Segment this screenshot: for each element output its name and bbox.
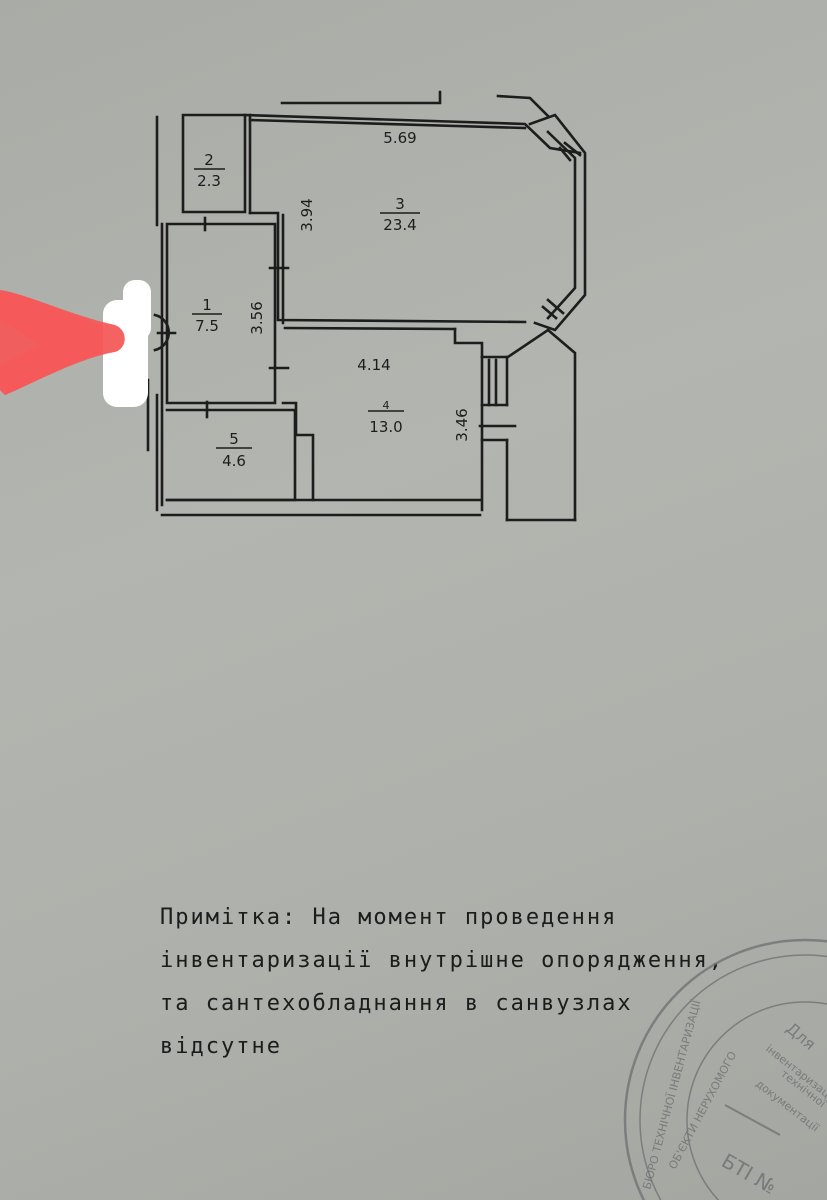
stamp-center-text: БТІ № [718,1149,781,1199]
room-3-number: 3 [395,195,405,213]
official-stamp: БЮРО ТЕХНІЧНОЇ ІНВЕНТАРИЗАЦІЇ ОБ'ЄКТИ НЕ… [623,938,827,1200]
note-line-4: відсутне [160,1034,282,1059]
room-4-number: 4 [383,399,390,412]
room-1-number: 1 [202,296,212,314]
inventory-note: Примітка: На момент проведення інвентари… [160,896,800,1068]
room-2-area: 2.3 [197,172,221,190]
dim-room4-depth: 3.46 [453,408,471,441]
room-5-number: 5 [229,430,239,448]
dim-room3-depth: 3.94 [298,198,316,231]
dim-room3-width: 5.69 [383,129,416,147]
room-1-area: 7.5 [195,317,219,335]
dim-room1-depth: 3.56 [248,301,266,334]
room-4-area: 13.0 [369,418,402,436]
room-2-number: 2 [204,151,214,169]
note-line-2: інвентаризації внутрішне опорядження, [160,948,725,973]
room-3-area: 23.4 [383,216,416,234]
svg-text:Для: Для [782,1019,819,1054]
note-line-3: та сантехобладнання в санвузлах [160,991,633,1016]
room-5-area: 4.6 [222,452,246,470]
note-line-1: Примітка: На момент проведення [160,905,618,930]
dim-room4-width: 4.14 [357,356,390,374]
red-arrow-annotation [0,280,151,407]
floor-plan: 2 2.3 5.69 3 23.4 3.94 1 7.5 3.56 4.14 4… [146,90,587,522]
